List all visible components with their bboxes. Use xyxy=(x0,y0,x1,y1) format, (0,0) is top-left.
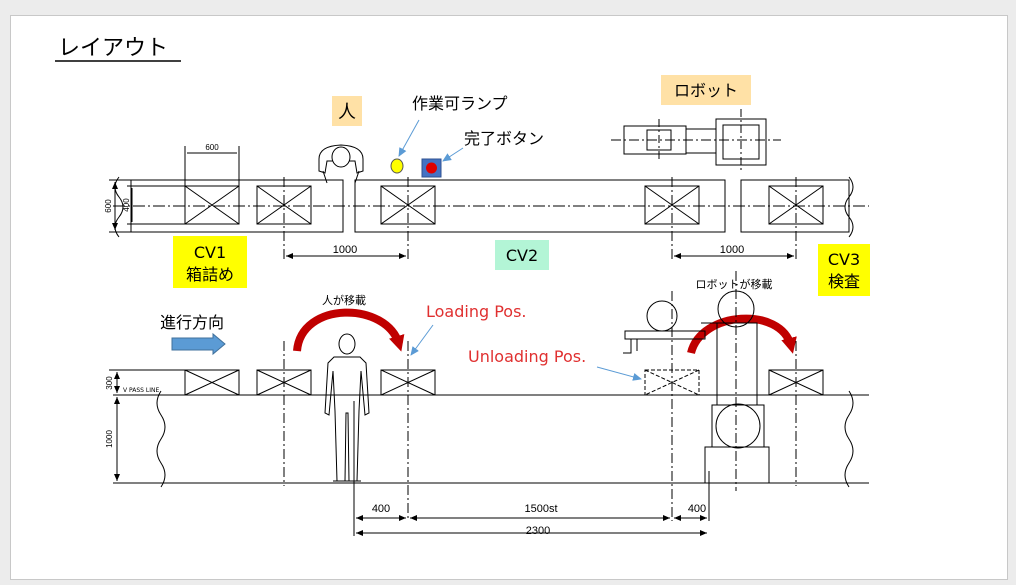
robot-moves-label: ロボットが移載 xyxy=(696,277,773,291)
robot-side-view xyxy=(623,271,770,491)
dim-side-400: 400 xyxy=(122,198,131,212)
complete-button-red-icon xyxy=(426,162,437,174)
person-moves-label: 人が移載 xyxy=(322,293,366,307)
cv3-label-bg xyxy=(818,244,870,296)
cv1-label-bg xyxy=(173,236,247,288)
work-lamp-icon xyxy=(390,158,404,174)
dim-bottom-400-right: 400 xyxy=(688,503,706,515)
cv3-label-line2: 検査 xyxy=(828,272,860,291)
loading-pos-label: Loading Pos. xyxy=(426,302,527,321)
cv1-label-line1: CV1 xyxy=(194,243,226,262)
cv3-label-line1: CV3 xyxy=(828,250,860,269)
robot-label-bg xyxy=(661,75,751,105)
button-label: 完了ボタン xyxy=(464,129,544,148)
dim-side-1000: 1000 xyxy=(105,430,114,448)
page-title: レイアウト xyxy=(58,36,168,61)
person-side-view xyxy=(324,333,370,482)
dim-bottom-2300: 2300 xyxy=(526,525,550,537)
dim-side-600: 600 xyxy=(104,199,113,213)
person-label-bg xyxy=(332,96,362,126)
slide: レイアウト xyxy=(10,15,1008,580)
person-top-view xyxy=(318,144,364,184)
button-callout xyxy=(442,147,464,162)
person-transfer-arrow-icon xyxy=(293,308,405,352)
dim-bottom-400-left: 400 xyxy=(372,503,390,515)
direction-arrow-icon xyxy=(171,332,226,356)
robot-label: ロボット xyxy=(674,81,738,100)
dim-bottom-1500st: 1500st xyxy=(524,503,557,515)
robot-transfer-arrow-icon xyxy=(687,314,797,355)
top-view xyxy=(109,146,869,259)
box-side-1 xyxy=(184,369,240,396)
layout-diagram: レイアウト xyxy=(55,36,870,537)
side-view xyxy=(109,271,869,536)
cv2-label-bg xyxy=(495,240,549,270)
direction-label: 進行方向 xyxy=(160,313,224,332)
cv2-label: CV2 xyxy=(506,246,538,265)
robot-top-view xyxy=(611,109,781,173)
break-mark-right-top xyxy=(844,176,854,238)
dim-side-300: 300 xyxy=(105,376,114,390)
lamp-callout xyxy=(398,119,420,157)
pass-line-label: V PASS LINE xyxy=(123,387,159,394)
box-top-1 xyxy=(184,185,240,225)
person-label: 人 xyxy=(338,102,356,123)
dim-top-600: 600 xyxy=(205,143,219,152)
dim-top-1000-right: 1000 xyxy=(720,244,744,256)
unloading-pos-label: Unloading Pos. xyxy=(468,347,586,366)
loading-callout xyxy=(410,324,434,356)
cv1-label-line2: 箱詰め xyxy=(186,265,234,284)
lamp-label: 作業可ランプ xyxy=(412,94,508,113)
unloading-callout xyxy=(596,366,642,381)
dim-top-1000-left: 1000 xyxy=(333,244,357,256)
